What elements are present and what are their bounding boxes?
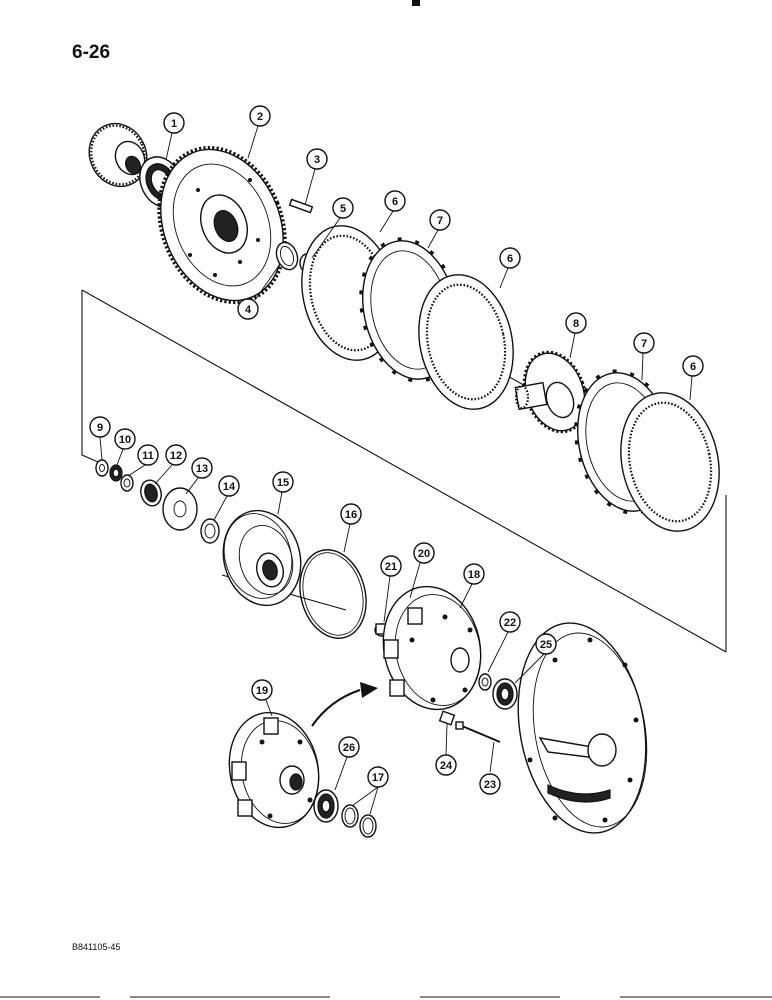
- callout-6-b-label: 6: [507, 253, 513, 265]
- callout-9-label: 9: [97, 422, 103, 434]
- leader-lines: [99, 125, 693, 815]
- callout-10: 10: [114, 428, 136, 450]
- part-19-housing: [228, 711, 320, 829]
- part-24-lock-plate: [438, 710, 456, 726]
- callout-17: 17: [367, 766, 389, 788]
- callout-20-label: 20: [418, 548, 430, 560]
- callout-2-label: 2: [257, 111, 263, 123]
- callout-22-label: 22: [504, 617, 516, 629]
- callout-1: 1: [163, 112, 185, 134]
- part-6-friction-disc-c: [620, 392, 720, 532]
- callout-7-a: 7: [429, 209, 451, 231]
- callout-26: 26: [338, 736, 360, 758]
- callout-11: 11: [137, 444, 159, 466]
- callout-20: 20: [413, 542, 435, 564]
- callout-15: 15: [272, 471, 294, 493]
- part-18-clutch-housing: [382, 585, 482, 711]
- callout-12: 12: [165, 444, 187, 466]
- callout-3: 3: [306, 148, 328, 170]
- callout-6-a-label: 6: [392, 196, 398, 208]
- callout-19-label: 19: [256, 685, 268, 697]
- callout-7-b: 7: [633, 332, 655, 354]
- callout-16: 16: [340, 503, 362, 525]
- callout-11-label: 11: [142, 450, 154, 462]
- callout-21-label: 21: [385, 561, 397, 573]
- callout-18: 18: [463, 563, 485, 585]
- part-2-ring-gear: [157, 145, 287, 305]
- callout-25-label: 25: [540, 639, 552, 651]
- callout-6-b: 6: [499, 247, 521, 269]
- callout-22: 22: [499, 611, 521, 633]
- callout-6-c-label: 6: [690, 361, 696, 373]
- figure-code: B841105-45: [72, 942, 121, 952]
- callout-4: 4: [237, 298, 259, 320]
- callout-15-label: 15: [277, 477, 289, 489]
- callout-3-label: 3: [314, 154, 320, 166]
- callout-18-label: 18: [468, 569, 480, 581]
- parts-9-to-14-washers: [95, 459, 220, 544]
- part-22-washer: [478, 673, 492, 691]
- part-25-bearing: [492, 678, 518, 710]
- callout-19: 19: [251, 679, 273, 701]
- callout-12-label: 12: [170, 450, 182, 462]
- callout-24: 24: [435, 754, 457, 776]
- part-17-seal-rings: [341, 804, 377, 838]
- callout-2: 2: [249, 105, 271, 127]
- page-number: 6-26: [72, 42, 111, 63]
- cover-plate: [517, 622, 648, 834]
- direction-arrow: [311, 682, 378, 727]
- callout-14-label: 14: [223, 481, 236, 493]
- callout-21: 21: [380, 555, 402, 577]
- part-26-bearing: [313, 789, 339, 823]
- callout-13: 13: [191, 457, 213, 479]
- callout-5-label: 5: [340, 203, 346, 215]
- top-edge-mark: [412, 0, 420, 6]
- callout-6-a: 6: [384, 190, 406, 212]
- callout-8-label: 8: [573, 318, 579, 330]
- callout-13-label: 13: [196, 463, 208, 475]
- callout-17-label: 17: [372, 772, 384, 784]
- part-6-friction-disc-b: [418, 274, 514, 410]
- part-3-pin: [288, 198, 314, 214]
- part-4-snap-ring: [275, 241, 299, 271]
- callout-25: 25: [535, 633, 557, 655]
- callout-26-label: 26: [343, 742, 355, 754]
- callout-8: 8: [565, 312, 587, 334]
- part-16-o-ring: [299, 549, 367, 639]
- callout-23-label: 23: [484, 779, 496, 791]
- part-8-hub: [514, 350, 588, 434]
- callout-23: 23: [479, 773, 501, 795]
- callout-7-b-label: 7: [641, 338, 647, 350]
- callout-4-label: 4: [245, 304, 252, 316]
- callout-14: 14: [218, 475, 240, 497]
- callout-24-label: 24: [440, 760, 453, 772]
- callout-5: 5: [332, 197, 354, 219]
- callout-16-label: 16: [345, 509, 357, 521]
- callout-7-a-label: 7: [437, 215, 443, 227]
- callout-10-label: 10: [119, 434, 131, 446]
- callout-9: 9: [89, 416, 111, 438]
- part-15-piston: [222, 509, 302, 607]
- part-23-bolt: [455, 721, 501, 743]
- callout-1-label: 1: [171, 118, 177, 130]
- callout-6-c: 6: [682, 355, 704, 377]
